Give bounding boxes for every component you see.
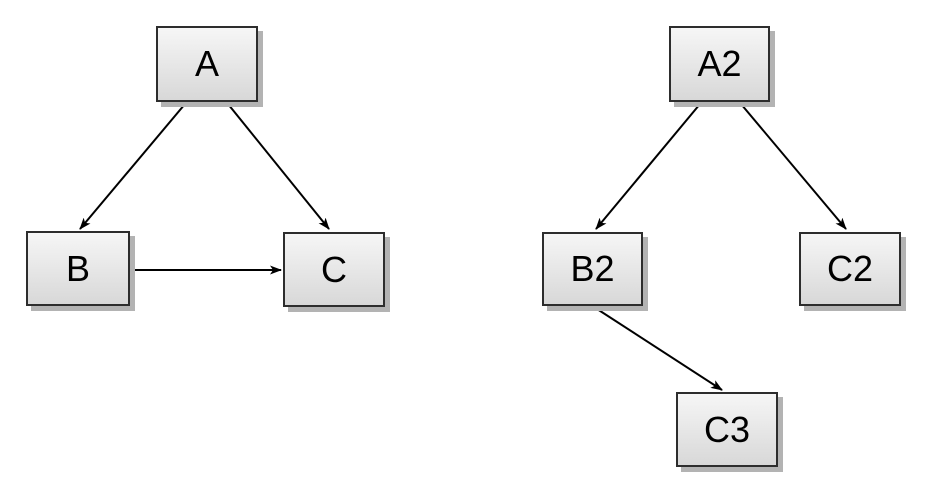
node-C3[interactable]: C3 (676, 392, 778, 467)
node-B[interactable]: B (26, 231, 130, 306)
node-label-C3: C3 (703, 408, 751, 450)
node-label-B2: B2 (570, 248, 615, 289)
node-label-C: C (321, 248, 347, 290)
node-C[interactable]: C (283, 232, 385, 307)
node-A2[interactable]: A2 (669, 26, 770, 102)
edge-A-C[interactable] (227, 103, 330, 230)
edge-A-B[interactable] (79, 103, 186, 230)
node-label-A: A (194, 43, 219, 84)
edge-B2-C3[interactable] (593, 306, 723, 391)
node-label-A2: A2 (697, 43, 742, 84)
edge-A2-C2[interactable] (740, 103, 847, 230)
node-B2[interactable]: B2 (542, 232, 643, 306)
node-label-B: B (65, 247, 90, 289)
edge-group (79, 103, 847, 391)
node-C2[interactable]: C2 (799, 232, 901, 306)
node-label-C2: C2 (826, 248, 874, 289)
node-A[interactable]: A (156, 26, 258, 102)
edge-A2-B2[interactable] (595, 103, 701, 230)
